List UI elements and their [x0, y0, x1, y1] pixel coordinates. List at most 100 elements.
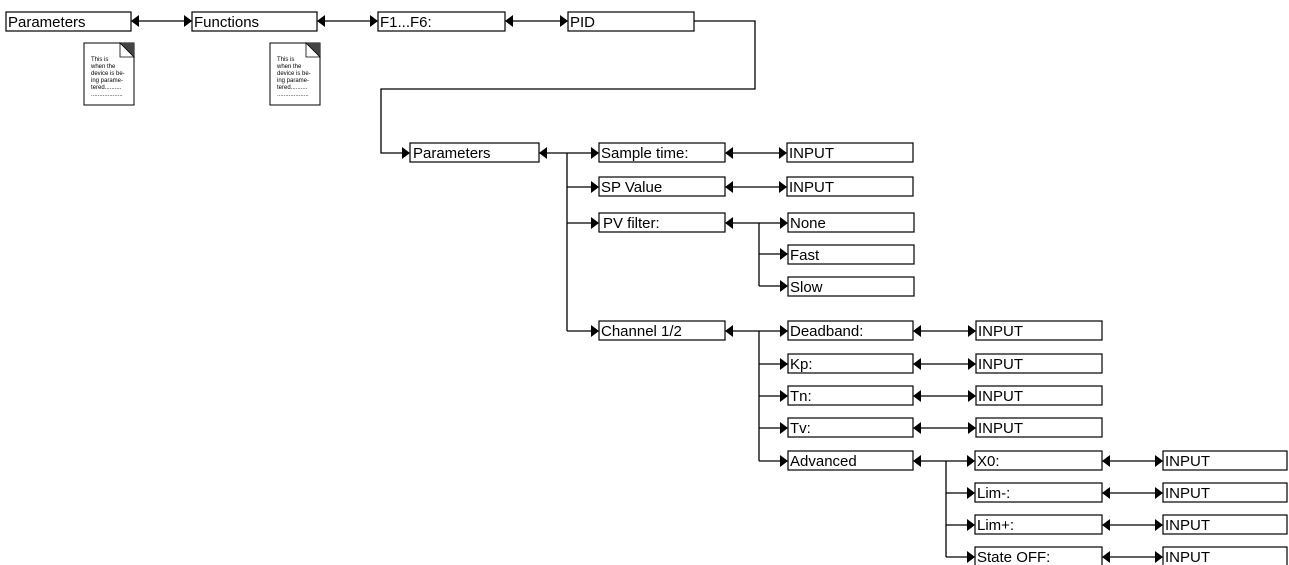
node-label: Functions — [194, 14, 259, 31]
arrow-left-icon — [1102, 455, 1110, 467]
node-label: INPUT — [789, 179, 834, 196]
arrow-left-icon — [1102, 487, 1110, 499]
arrow-right-icon — [779, 181, 787, 193]
node-label: Parameters — [8, 14, 86, 31]
node-lim-plus-input[interactable]: INPUT — [1162, 514, 1288, 535]
arrow-left-icon — [725, 181, 733, 193]
arrow-left-icon — [725, 325, 733, 337]
arrow-left-icon — [539, 147, 547, 159]
node-label: INPUT — [1165, 453, 1210, 470]
node-pv-none[interactable]: None — [787, 212, 915, 233]
doc-line: ................... — [91, 92, 123, 98]
doc-line: tered.......... — [277, 85, 308, 91]
arrow-right-icon — [780, 217, 788, 229]
node-label: Sample time: — [601, 145, 689, 162]
node-tv-input[interactable]: INPUT — [975, 417, 1103, 438]
node-label: INPUT — [1165, 549, 1210, 565]
node-label: INPUT — [978, 323, 1023, 340]
arrow-right-icon — [967, 455, 975, 467]
node-label: INPUT — [789, 145, 834, 162]
node-label: SP Value — [601, 179, 662, 196]
node-label: Tn: — [790, 388, 812, 405]
doc-line: ................... — [277, 92, 309, 98]
node-parameters-pid[interactable]: Parameters — [409, 142, 540, 163]
node-functions[interactable]: Functions — [191, 11, 318, 32]
node-tn[interactable]: Tn: — [787, 385, 914, 406]
node-sp-value-input[interactable]: INPUT — [786, 176, 914, 197]
node-label: Slow — [790, 279, 823, 296]
arrow-right-icon — [967, 551, 975, 563]
node-state-off-input[interactable]: INPUT — [1162, 546, 1288, 565]
node-label: X0: — [977, 453, 1000, 470]
node-sample-time-input[interactable]: INPUT — [786, 142, 914, 163]
node-x0-input[interactable]: INPUT — [1162, 450, 1288, 471]
arrow-right-icon — [967, 519, 975, 531]
node-label: Advanced — [790, 453, 857, 470]
node-label: INPUT — [978, 388, 1023, 405]
node-tn-input[interactable]: INPUT — [975, 385, 1103, 406]
arrow-left-icon — [725, 147, 733, 159]
node-x0[interactable]: X0: — [974, 450, 1103, 471]
node-sample-time[interactable]: Sample time: — [598, 142, 726, 163]
arrow-right-icon — [780, 280, 788, 292]
node-lim-minus-input[interactable]: INPUT — [1162, 482, 1288, 503]
arrow-left-icon — [913, 390, 921, 402]
node-parameters-top[interactable]: Parameters — [5, 11, 132, 32]
arrow-left-icon — [505, 15, 513, 27]
arrow-right-icon — [402, 147, 410, 159]
arrow-right-icon — [780, 248, 788, 260]
node-lim-minus[interactable]: Lim-: — [974, 482, 1103, 503]
node-label: INPUT — [1165, 485, 1210, 502]
node-pv-slow[interactable]: Slow — [787, 276, 915, 297]
node-pv-fast[interactable]: Fast — [787, 244, 915, 265]
node-label: INPUT — [978, 356, 1023, 373]
node-label: INPUT — [978, 420, 1023, 437]
doc-line: ing parame- — [91, 78, 123, 84]
node-pv-filter[interactable]: PV filter: — [598, 212, 726, 233]
node-label: Lim-: — [977, 485, 1010, 502]
arrow-left-icon — [725, 217, 733, 229]
arrow-right-icon — [780, 455, 788, 467]
node-label: Lim+: — [977, 517, 1014, 534]
arrow-right-icon — [780, 422, 788, 434]
arrow-left-icon — [913, 358, 921, 370]
connectors — [137, 20, 1157, 558]
arrow-left-icon — [317, 15, 325, 27]
node-label: Channel 1/2 — [601, 323, 682, 340]
node-tv[interactable]: Tv: — [787, 417, 914, 438]
node-channel[interactable]: Channel 1/2 — [598, 320, 726, 341]
arrow-right-icon — [1155, 455, 1163, 467]
doc-line: when the — [90, 64, 116, 70]
node-deadband-input[interactable]: INPUT — [975, 320, 1103, 341]
arrow-right-icon — [591, 181, 599, 193]
node-state-off[interactable]: State OFF: — [974, 546, 1103, 565]
arrow-right-icon — [591, 325, 599, 337]
arrow-right-icon — [779, 147, 787, 159]
arrow-right-icon — [780, 325, 788, 337]
arrow-right-icon — [968, 422, 976, 434]
arrow-right-icon — [1155, 519, 1163, 531]
arrow-right-icon — [370, 15, 378, 27]
node-kp[interactable]: Kp: — [787, 353, 914, 374]
arrow-right-icon — [968, 390, 976, 402]
node-label: Kp: — [790, 356, 813, 373]
node-deadband[interactable]: Deadband: — [787, 320, 914, 341]
node-sp-value[interactable]: SP Value — [598, 176, 726, 197]
node-pid[interactable]: PID — [567, 11, 695, 32]
doc-line: when the — [276, 64, 302, 70]
arrowheads — [131, 15, 1163, 563]
document-note-icon: This is when the device is be- ing param… — [83, 42, 135, 106]
arrow-right-icon — [780, 358, 788, 370]
node-label: Fast — [790, 247, 820, 264]
node-advanced[interactable]: Advanced — [787, 450, 914, 471]
node-lim-plus[interactable]: Lim+: — [974, 514, 1103, 535]
doc-line: This is — [277, 57, 294, 63]
doc-line: device is be- — [277, 71, 311, 77]
node-f1-f6[interactable]: F1...F6: — [377, 11, 506, 32]
arrow-left-icon — [913, 325, 921, 337]
doc-line: device is be- — [91, 71, 125, 77]
arrow-right-icon — [1155, 487, 1163, 499]
node-kp-input[interactable]: INPUT — [975, 353, 1103, 374]
arrow-left-icon — [913, 455, 921, 467]
doc-line: ing parame- — [277, 78, 309, 84]
